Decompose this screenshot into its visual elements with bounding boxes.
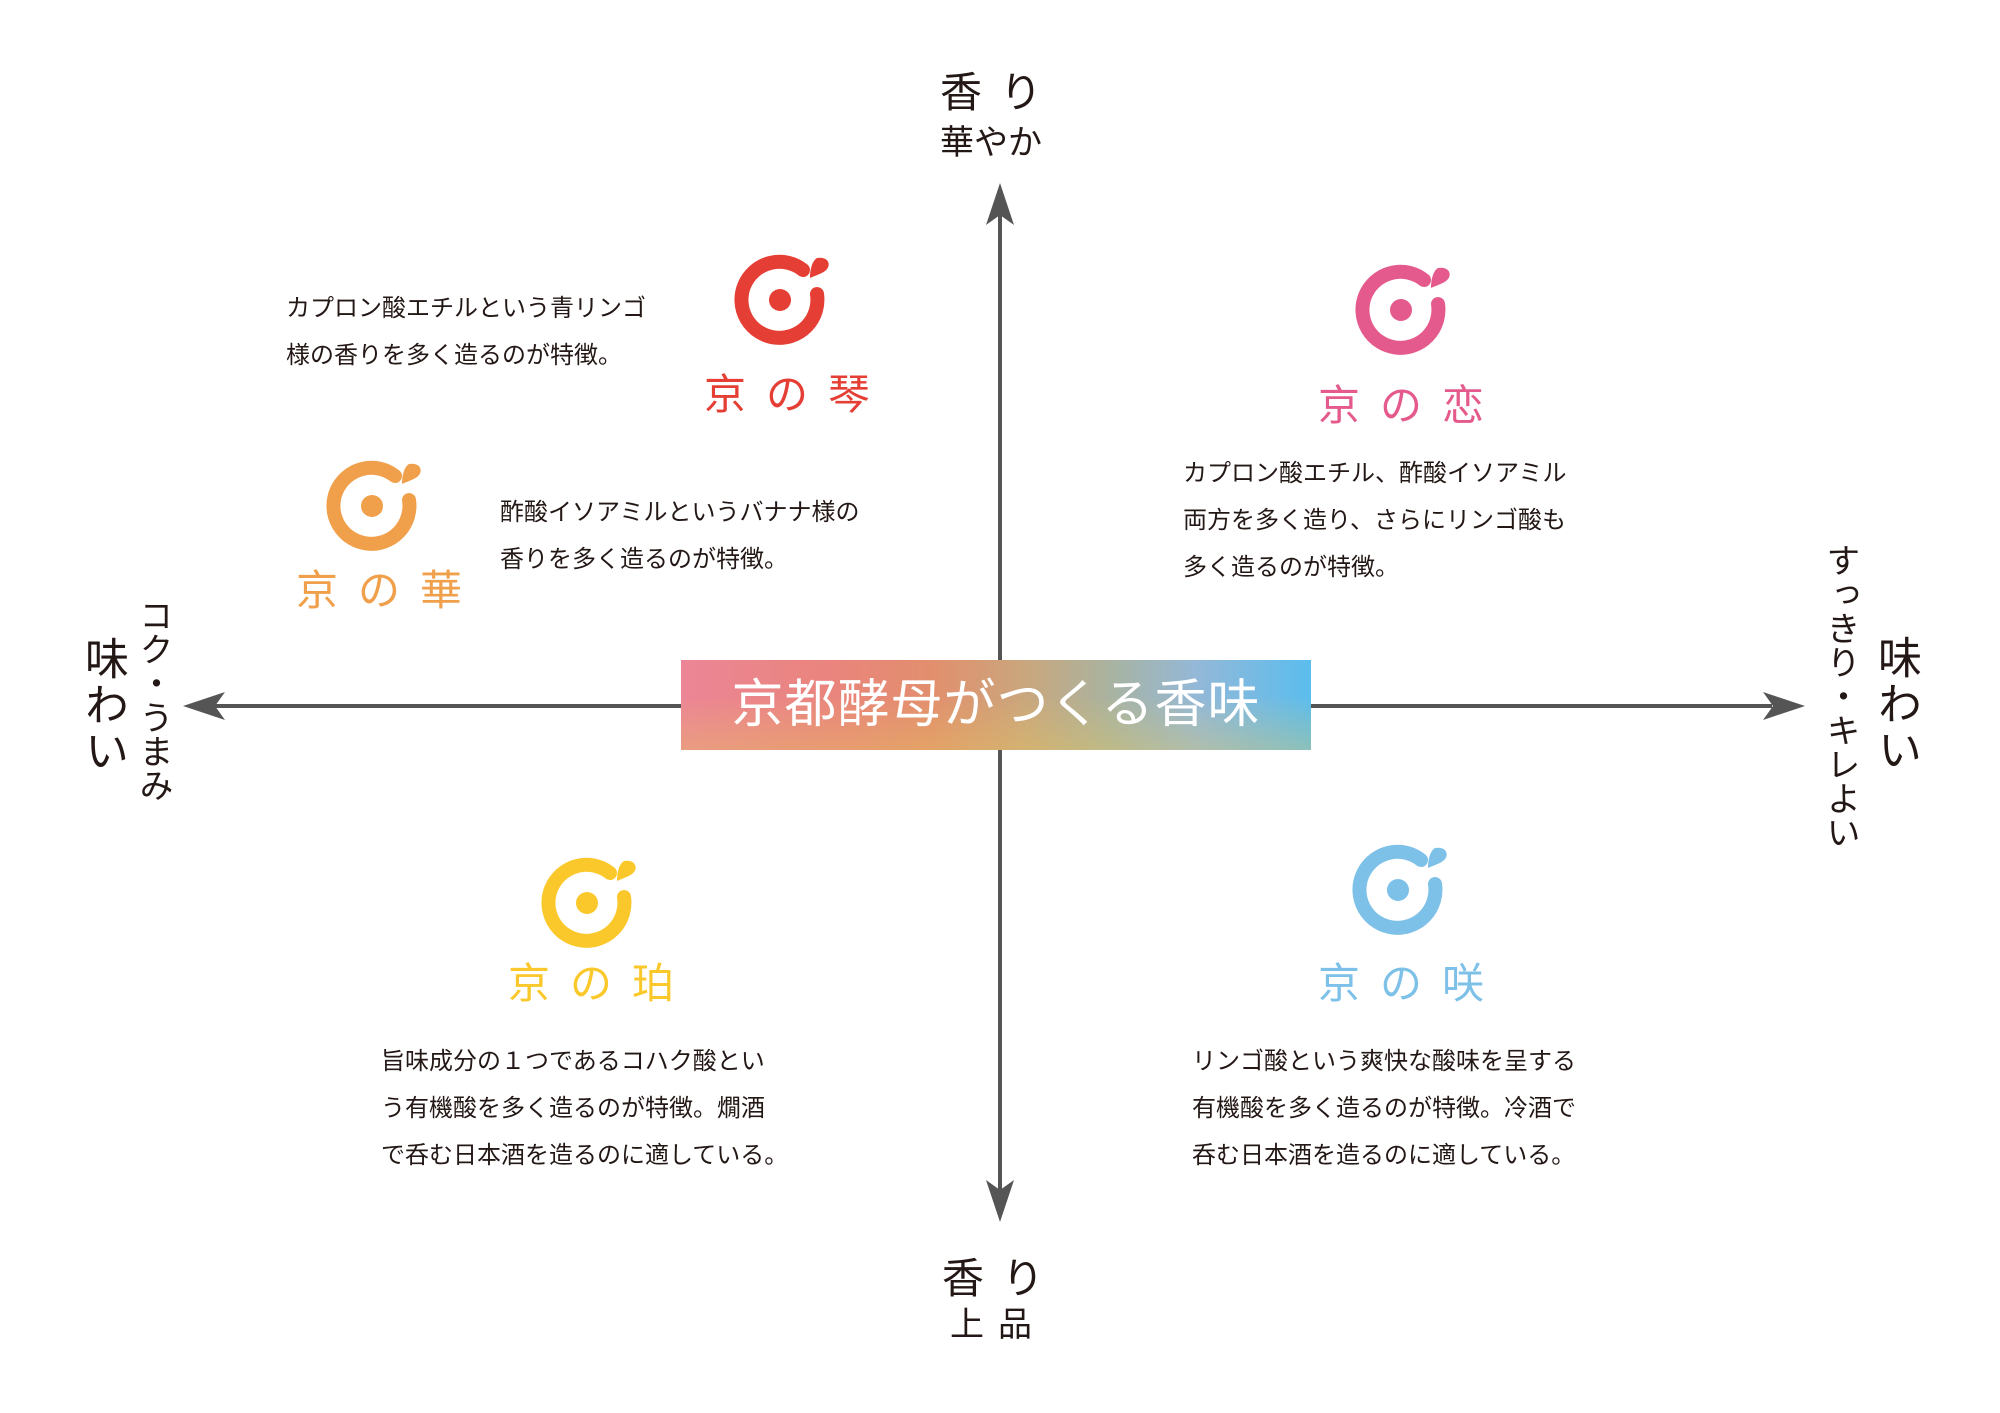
yeast-name-saki: 京の咲 <box>1318 959 1505 1008</box>
axis-bottom-main: 香り <box>942 1254 1063 1303</box>
desc-line: 有機酸を多く造るのが特徴。冷酒で <box>1192 1094 1576 1122</box>
desc-line: リンゴ酸という爽快な酸味を呈する <box>1192 1047 1576 1075</box>
arrow-up-icon <box>986 183 1014 225</box>
title-text: 京都酵母がつくる香味 <box>731 675 1261 735</box>
yeast-desc-haku: 旨味成分の１つであるコハク酸とい う有機酸を多く造るのが特徴。燗酒 で呑む日本酒… <box>381 1038 788 1179</box>
axis-right-main: 味わい <box>1870 635 1921 773</box>
yeast-name-hana: 京の華 <box>296 566 483 615</box>
desc-line: 酢酸イソアミルというバナナ様の <box>500 498 860 526</box>
arrow-down-icon <box>986 1180 1014 1222</box>
axis-bottom-sub: 上品 <box>950 1305 1046 1345</box>
axis-label-top: 香り 華やか <box>940 68 1061 163</box>
desc-line: 旨味成分の１つであるコハク酸とい <box>381 1047 765 1075</box>
yeast-ring-logo-icon <box>541 857 636 948</box>
yeast-ring-logo-icon <box>1352 844 1447 935</box>
arrow-left-icon <box>183 692 225 720</box>
desc-line: 香りを多く造るのが特徴。 <box>500 545 788 573</box>
yeast-ring-logo-icon <box>1355 264 1450 355</box>
yeast-ring-logo-icon <box>734 254 829 345</box>
desc-line: で呑む日本酒を造るのに適している。 <box>381 1141 789 1169</box>
desc-line: カプロン酸エチルという青リンゴ <box>286 294 646 322</box>
title-banner: 京都酵母がつくる香味 <box>681 660 1311 750</box>
yeast-desc-koi: カプロン酸エチル、酢酸イソアミル 両方を多く造り、さらにリンゴ酸も 多く造るのが… <box>1183 450 1567 591</box>
axis-right-sub: すっきり・キレよい <box>1820 543 1860 849</box>
axis-top-main: 香り <box>940 68 1061 117</box>
yeast-desc-hana: 酢酸イソアミルというバナナ様の 香りを多く造るのが特徴。 <box>500 489 860 583</box>
axis-label-bottom: 香り 上品 <box>942 1254 1063 1345</box>
desc-line: 両方を多く造り、さらにリンゴ酸も <box>1183 506 1567 534</box>
yeast-name-koto: 京の琴 <box>704 370 891 419</box>
axis-left-main: 味わい <box>77 636 128 774</box>
axis-left-sub: コク・うまみ <box>133 598 173 802</box>
desc-line: 多く造るのが特徴。 <box>1183 553 1399 581</box>
yeast-ring-logo-icon <box>326 460 421 551</box>
yeast-desc-saki: リンゴ酸という爽快な酸味を呈する 有機酸を多く造るのが特徴。冷酒で 呑む日本酒を… <box>1192 1038 1576 1179</box>
desc-line: う有機酸を多く造るのが特徴。燗酒 <box>381 1094 765 1122</box>
yeast-desc-koto: カプロン酸エチルという青リンゴ 様の香りを多く造るのが特徴。 <box>286 285 646 379</box>
desc-line: 様の香りを多く造るのが特徴。 <box>286 341 622 369</box>
axis-top-sub: 華やか <box>940 123 1042 163</box>
desc-line: カプロン酸エチル、酢酸イソアミル <box>1183 459 1567 487</box>
yeast-name-koi: 京の恋 <box>1318 381 1505 430</box>
desc-line: 呑む日本酒を造るのに適している。 <box>1192 1141 1576 1169</box>
arrow-right-icon <box>1763 692 1805 720</box>
yeast-name-haku: 京の珀 <box>508 959 695 1008</box>
